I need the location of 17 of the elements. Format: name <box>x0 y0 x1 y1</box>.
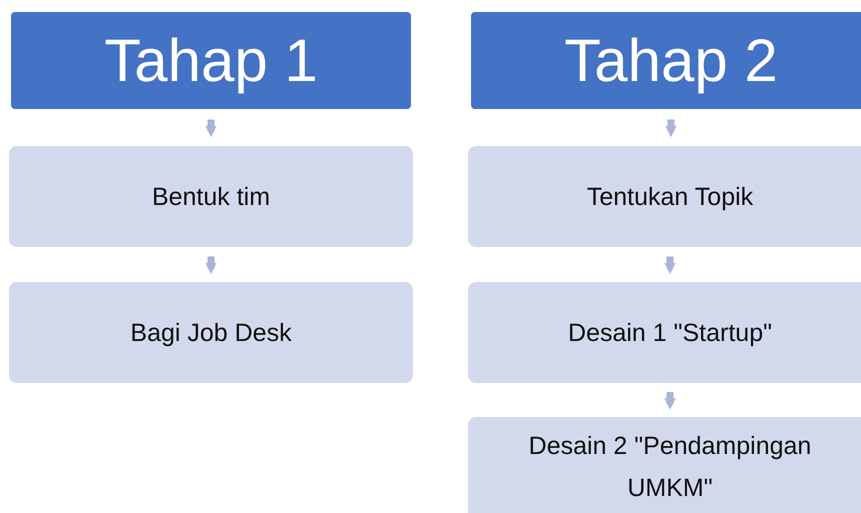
step-box <box>468 146 861 247</box>
stage-header-box <box>471 12 861 109</box>
arrow <box>205 120 217 138</box>
step-box <box>468 417 861 513</box>
step-box <box>9 282 413 383</box>
step-label: Desain 2 "Pendampingan UMKM" <box>528 431 812 504</box>
step-label: Desain 1 "Startup" <box>568 318 772 348</box>
arrow <box>205 256 217 274</box>
arrow <box>665 120 677 138</box>
step-box <box>468 282 861 383</box>
step-box <box>9 146 413 247</box>
arrow <box>664 392 676 410</box>
step-label: Bagi Job Desk <box>130 318 292 348</box>
step-label: Tentukan Topik <box>586 182 754 212</box>
arrow <box>664 256 676 274</box>
stage-header-box <box>11 12 411 109</box>
step-label: Bentuk tim <box>152 182 270 212</box>
